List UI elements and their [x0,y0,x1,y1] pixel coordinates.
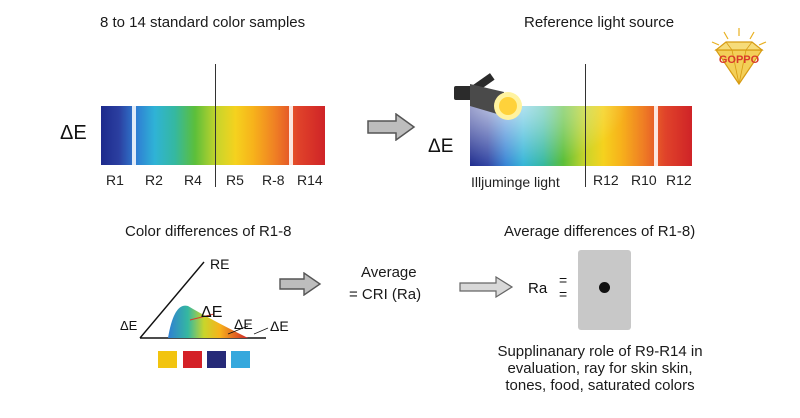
tick-r14: R14 [297,172,323,188]
note-line-3: tones, food, saturated colors [505,377,695,394]
tick-r1: R1 [106,172,124,188]
tick-r12-a: R12 [593,172,619,188]
delta-e-label-left: ΔE [60,122,87,144]
tick-r4: R4 [184,172,202,188]
swatch-yellow [158,351,177,368]
arrow-right-icon-2 [278,272,322,296]
spotlight-icon [448,68,538,139]
arrow-right-icon-3 [458,276,514,298]
tick-r10: R10 [631,172,657,188]
samples-title: 8 to 14 standard color samples [100,14,306,31]
equals-sign-2: = [559,286,568,302]
logo-text: GOPPO [719,54,760,66]
color-diff-diagram [118,252,298,353]
delta-e-axis-left: ΔE [120,318,138,333]
swatch-cyan [231,351,250,368]
tick-r5: R5 [226,172,244,188]
cri-label: = CRI (Ra) [349,286,422,303]
swatch-navy [207,351,226,368]
delta-e-label-right: ΔE [428,136,454,157]
delta-e-a: ΔE [234,316,253,332]
equals-sign-1: = [559,272,568,288]
sample-spectrum-bar [101,106,325,165]
average-label: Average [361,264,417,281]
gray-sample-card [578,250,631,330]
sample-divider-line [215,64,216,187]
supplementary-note: Supplinanary role of R9-R14 in evaluatio… [482,343,718,394]
illuminant-label: Illjuminge light [471,174,560,190]
sample-dot [599,282,610,293]
swatch-red [183,351,202,368]
average-diff-title: Average differences of R1-8) [504,223,696,240]
tick-r8: R-8 [262,172,285,188]
note-line-2: evaluation, ray for skin skin, [507,360,693,377]
delta-e-mid: ΔE [201,304,223,321]
tick-r12-b: R12 [666,172,692,188]
reference-title: Reference light source [524,14,675,31]
goppo-logo: GOPPO [706,26,772,93]
color-diff-title: Color differences of R1-8 [125,223,292,240]
tick-r2: R2 [145,172,163,188]
ra-label: Ra [528,280,548,297]
re-label: RE [210,256,230,272]
arrow-right-icon [366,113,416,141]
reference-divider-line [585,64,586,187]
note-line-1: Supplinanary role of R9-R14 in [497,343,703,360]
delta-e-b: ΔE [270,318,289,334]
